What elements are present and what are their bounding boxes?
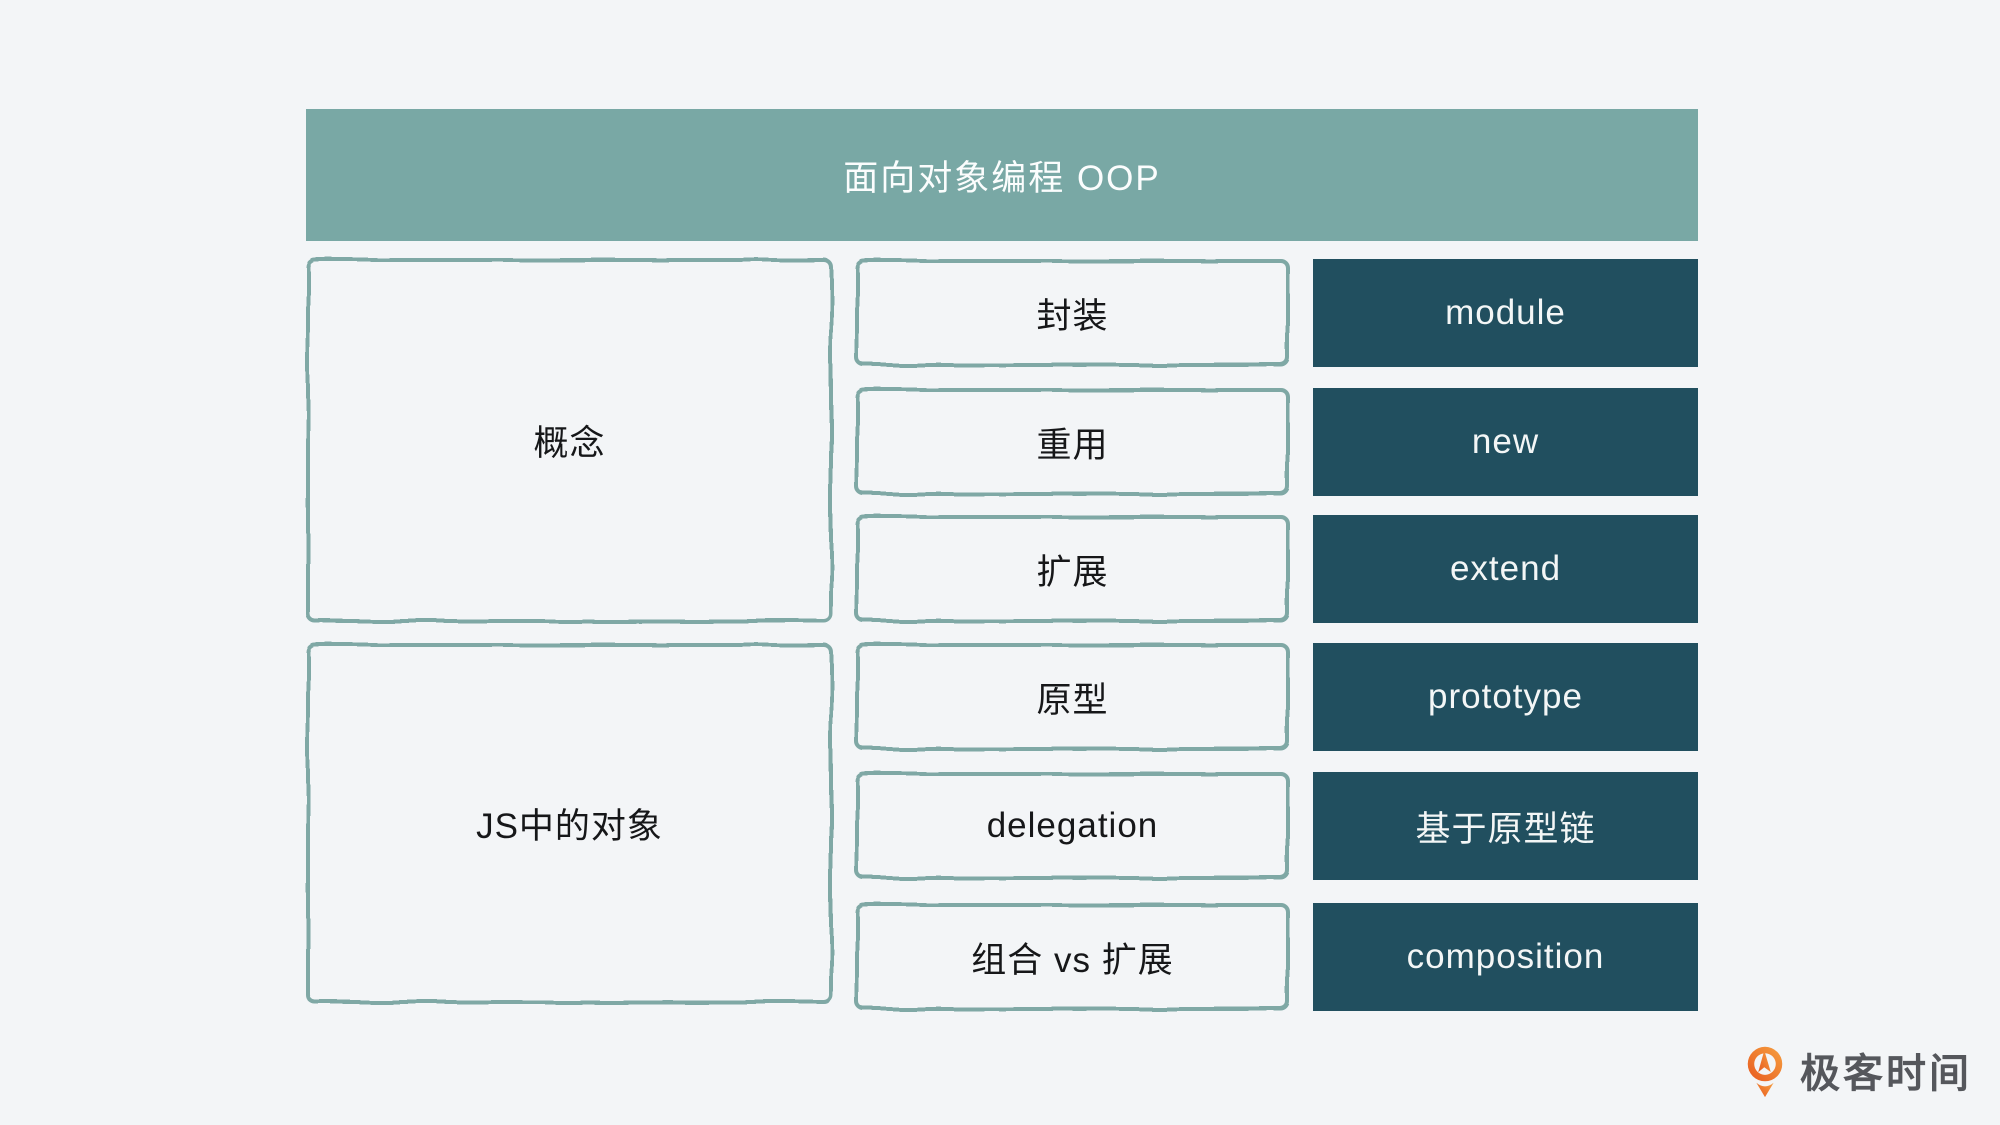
concept-item-composition-vs-extension: 组合 vs 扩展 <box>855 903 1290 1011</box>
impl-label: extend <box>1449 549 1562 588</box>
geektime-logo: 极客时间 <box>1742 1041 1972 1099</box>
concept-item-reuse: 重用 <box>855 388 1290 496</box>
concept-item-extension: 扩展 <box>855 515 1290 623</box>
sketch-border <box>306 643 833 1004</box>
impl-item-composition: composition <box>1313 903 1698 1011</box>
concept-label: 扩展 <box>1036 552 1109 592</box>
diagram-title-bar: 面向对象编程 OOP <box>306 109 1698 241</box>
sketch-border <box>855 388 1290 496</box>
impl-label: prototype <box>1428 677 1583 716</box>
impl-label: new <box>1471 422 1540 461</box>
sketch-border <box>855 515 1290 623</box>
sketch-border <box>306 258 833 623</box>
sketch-border <box>855 772 1290 880</box>
geektime-logo-text: 极客时间 <box>1800 1052 1972 1096</box>
sketch-border <box>855 259 1290 367</box>
impl-item-new: new <box>1313 388 1698 496</box>
group-label-js-objects: JS中的对象 <box>476 807 663 846</box>
concept-label: 封装 <box>1036 296 1109 336</box>
concept-label: 原型 <box>1036 680 1109 720</box>
sketch-border <box>855 903 1290 1011</box>
sketch-border <box>855 643 1290 751</box>
impl-item-prototype: prototype <box>1313 643 1698 751</box>
concept-label: 组合 vs 扩展 <box>971 940 1174 980</box>
impl-label: 基于原型链 <box>1415 809 1596 849</box>
impl-item-extend: extend <box>1313 515 1698 623</box>
impl-item-module: module <box>1313 259 1698 367</box>
group-box-js-objects: JS中的对象 <box>306 643 833 1004</box>
concept-label: delegation <box>986 806 1159 845</box>
concept-item-delegation: delegation <box>855 772 1290 880</box>
geektime-pin-icon <box>1747 1046 1783 1097</box>
impl-item-prototype-chain: 基于原型链 <box>1313 772 1698 880</box>
impl-label: module <box>1445 293 1566 332</box>
diagram-title: 面向对象编程 OOP <box>843 158 1161 198</box>
group-label-concepts: 概念 <box>533 424 606 463</box>
group-box-concepts: 概念 <box>306 258 833 623</box>
concept-label: 重用 <box>1036 425 1109 465</box>
concept-item-encapsulation: 封装 <box>855 259 1290 367</box>
concept-item-prototype: 原型 <box>855 643 1290 751</box>
impl-label: composition <box>1406 937 1605 976</box>
